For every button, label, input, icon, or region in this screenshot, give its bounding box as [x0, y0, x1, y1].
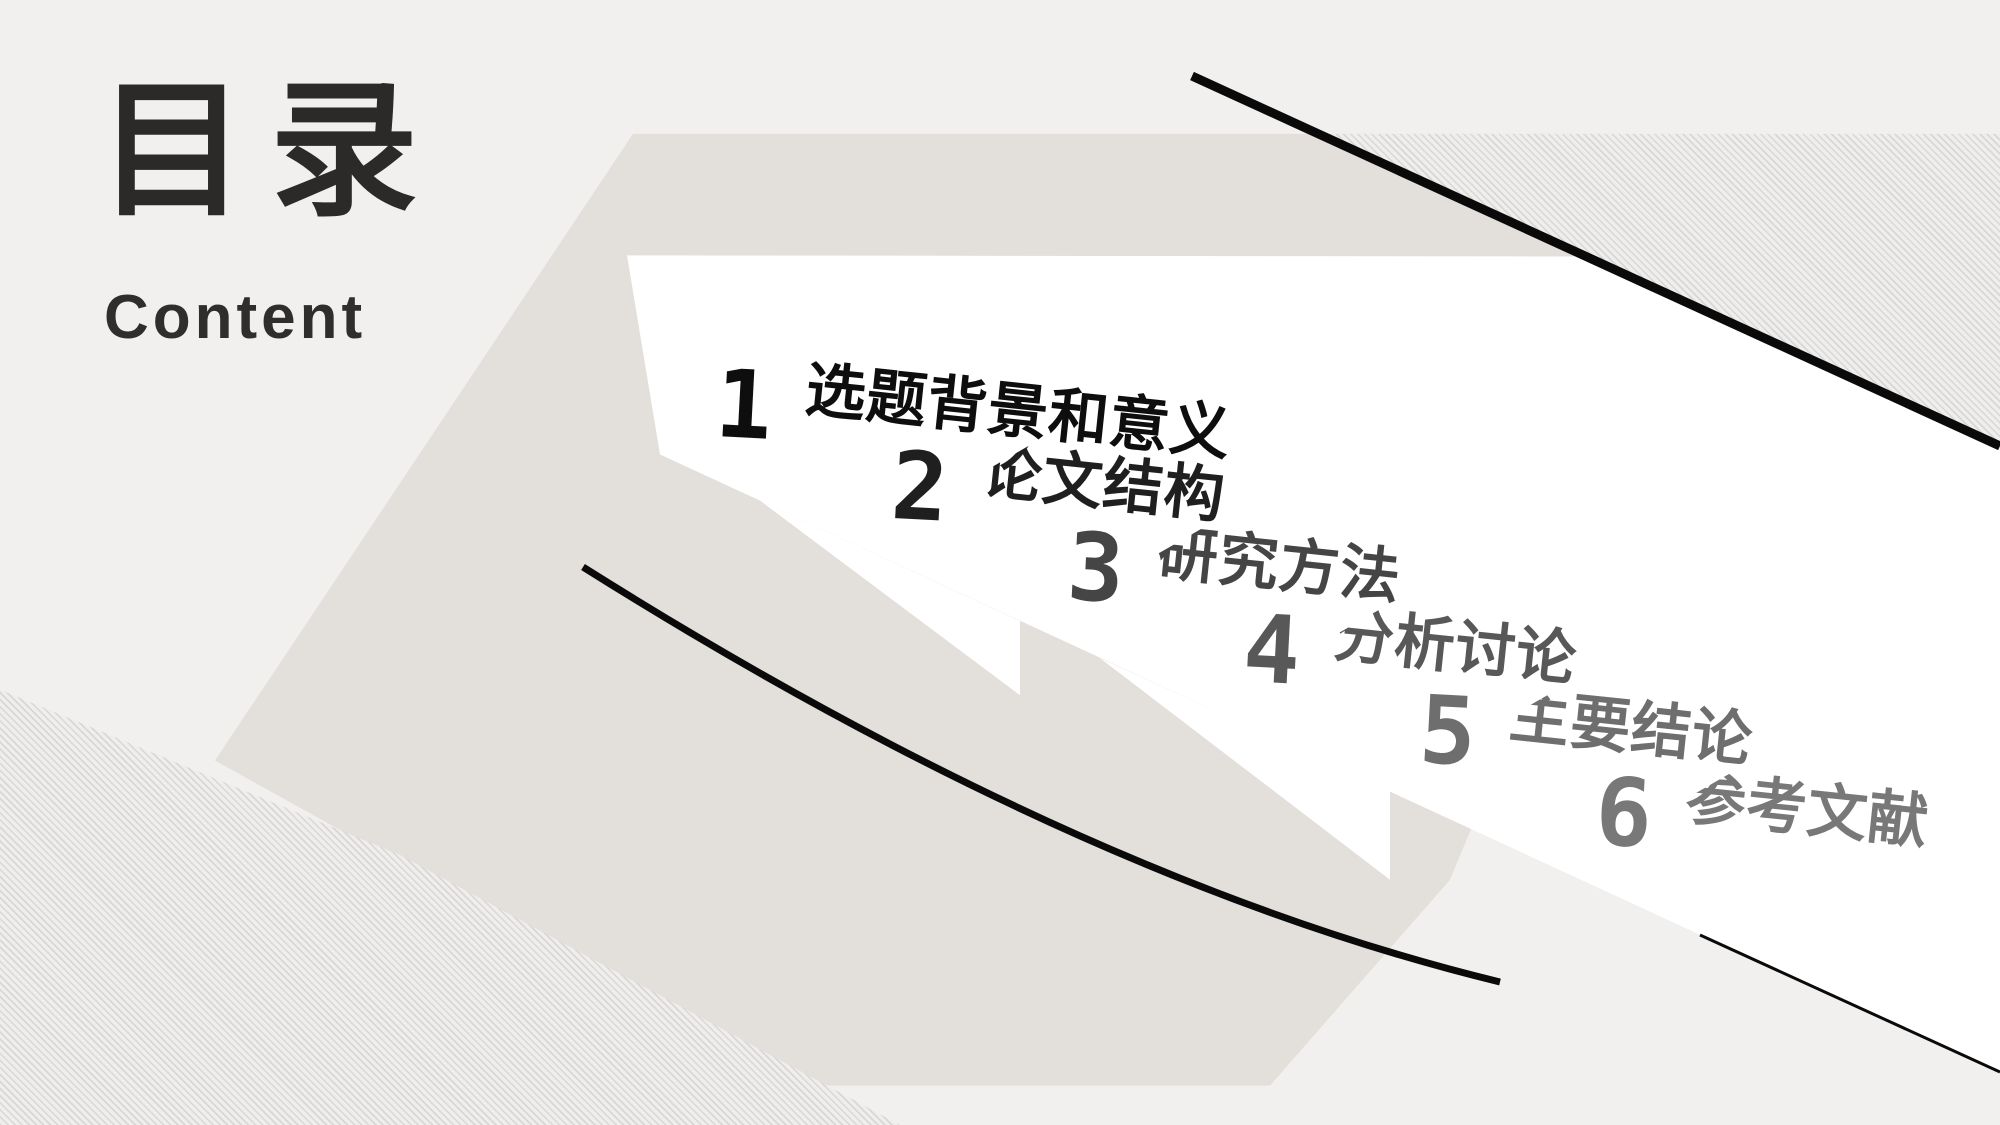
toc-item-number: 2	[888, 431, 951, 544]
page-title: 目录	[98, 69, 442, 234]
page-subtitle: Content	[104, 283, 367, 352]
toc-item-number: 6	[1592, 757, 1655, 870]
toc-item-number: 5	[1416, 676, 1479, 788]
toc-item-number: 1	[712, 350, 775, 462]
toc-item-label: 参考文献	[1682, 763, 1933, 856]
toc-item-6[interactable]: 6 参考文献	[1593, 758, 2000, 890]
toc-item-number: 4	[1240, 594, 1303, 707]
toc-item-number: 3	[1064, 513, 1127, 625]
